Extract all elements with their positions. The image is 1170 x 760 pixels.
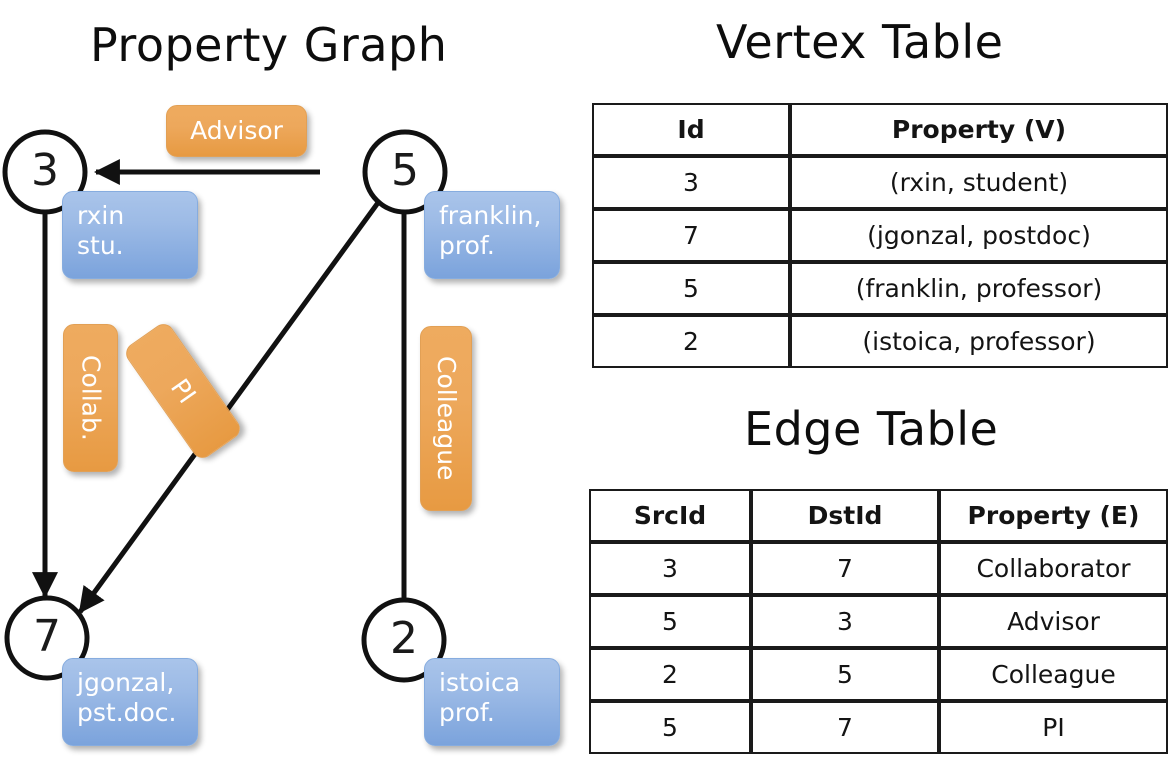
edge-label-box-advisor[interactable]: Advisor: [166, 105, 307, 157]
edge-label-text: Colleague: [431, 356, 461, 481]
edge-cell-dstid: 7: [751, 542, 939, 595]
edge-header-property: Property (E): [939, 489, 1168, 542]
node-circle-5[interactable]: [362, 129, 448, 215]
graph-edges-and-nodes: [2, 129, 448, 683]
table-row[interactable]: 7 (jgonzal, postdoc): [592, 209, 1168, 262]
vertex-property-box-5[interactable]: franklin, prof.: [424, 191, 560, 279]
vertex-property-line1: jgonzal,: [77, 668, 175, 697]
vertex-cell-id: 7: [592, 209, 790, 262]
vertex-property-line1: franklin,: [439, 201, 542, 230]
edge-cell-dstid: 3: [751, 595, 939, 648]
edge-label-box-collab[interactable]: Collab.: [63, 324, 118, 472]
edge-5-to-7: [77, 198, 383, 614]
vertex-property-line1: rxin: [77, 201, 125, 230]
vertex-cell-property: (rxin, student): [790, 156, 1168, 209]
edge-label-text: Advisor: [190, 116, 283, 146]
vertex-property-box-2[interactable]: istoica prof.: [424, 658, 560, 746]
table-row[interactable]: 2 (istoica, professor): [592, 315, 1168, 368]
edge-header-srcid: SrcId: [589, 489, 751, 542]
edge-header-dstid: DstId: [751, 489, 939, 542]
vertex-cell-property: (istoica, professor): [790, 315, 1168, 368]
vertex-cell-id: 3: [592, 156, 790, 209]
table-row[interactable]: 3 7 Collaborator: [589, 542, 1168, 595]
vertex-property-box-7[interactable]: jgonzal, pst.doc.: [62, 658, 198, 746]
vertex-header-id: Id: [592, 103, 790, 156]
vertex-property-line2: prof.: [439, 697, 495, 727]
edge-label-text: PI: [164, 373, 202, 409]
edge-cell-property: PI: [939, 701, 1168, 754]
edge-cell-dstid: 7: [751, 701, 939, 754]
edge-cell-property: Collaborator: [939, 542, 1168, 595]
page-title-edge-table: Edge Table: [744, 402, 999, 456]
vertex-property-line2: prof.: [439, 230, 495, 260]
table-row[interactable]: 5 3 Advisor: [589, 595, 1168, 648]
vertex-cell-id: 5: [592, 262, 790, 315]
vertex-table: Id Property (V) 3 (rxin, student) 7 (jgo…: [592, 103, 1168, 368]
node-circle-7[interactable]: [4, 595, 90, 681]
vertex-cell-property: (franklin, professor): [790, 262, 1168, 315]
table-header-row: SrcId DstId Property (E): [589, 489, 1168, 542]
table-header-row: Id Property (V): [592, 103, 1168, 156]
node-circle-2[interactable]: [361, 597, 447, 683]
edge-cell-dstid: 5: [751, 648, 939, 701]
property-graph-diagram: 3 5 7 2 rxin stu. franklin, prof. jgonza…: [0, 88, 585, 760]
edge-cell-srcid: 5: [589, 595, 751, 648]
vertex-cell-property: (jgonzal, postdoc): [790, 209, 1168, 262]
page-title-vertex-table: Vertex Table: [716, 15, 1004, 69]
edge-cell-srcid: 3: [589, 542, 751, 595]
table-row[interactable]: 2 5 Colleague: [589, 648, 1168, 701]
edge-cell-srcid: 2: [589, 648, 751, 701]
table-row[interactable]: 5 (franklin, professor): [592, 262, 1168, 315]
vertex-property-box-3[interactable]: rxin stu.: [62, 191, 198, 279]
edge-cell-property: Advisor: [939, 595, 1168, 648]
page-title-property-graph: Property Graph: [90, 18, 448, 72]
node-circle-3[interactable]: [2, 129, 88, 215]
vertex-property-line2: pst.doc.: [77, 697, 177, 727]
edge-cell-property: Colleague: [939, 648, 1168, 701]
vertex-cell-id: 2: [592, 315, 790, 368]
edge-table: SrcId DstId Property (E) 3 7 Collaborato…: [589, 489, 1168, 754]
vertex-property-line2: stu.: [77, 230, 124, 260]
vertex-property-line1: istoica: [439, 668, 521, 697]
edge-cell-srcid: 5: [589, 701, 751, 754]
edge-label-box-colleague[interactable]: Colleague: [420, 326, 472, 511]
table-row[interactable]: 3 (rxin, student): [592, 156, 1168, 209]
vertex-header-property: Property (V): [790, 103, 1168, 156]
edge-label-text: Collab.: [76, 355, 106, 441]
table-row[interactable]: 5 7 PI: [589, 701, 1168, 754]
